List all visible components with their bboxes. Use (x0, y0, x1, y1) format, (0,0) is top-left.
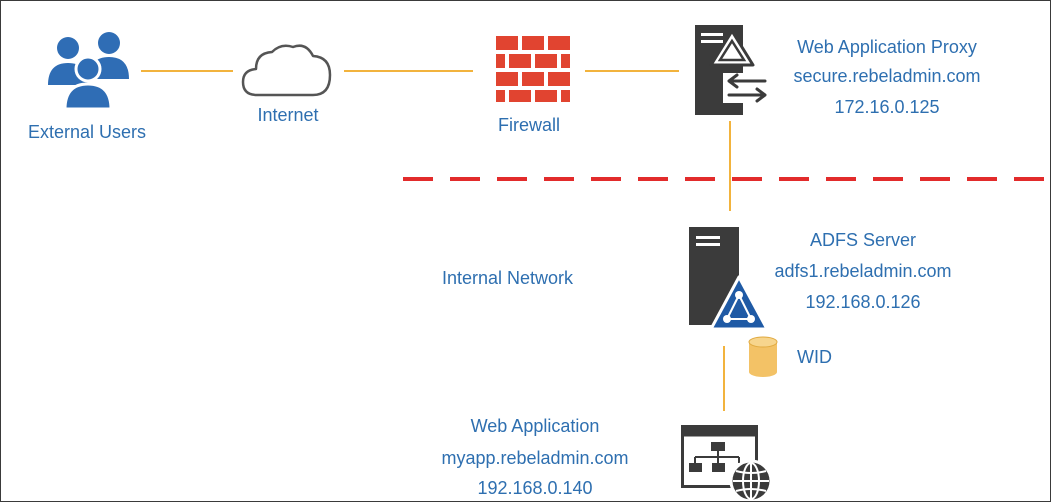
wap-ip: 172.16.0.125 (834, 97, 940, 117)
database-icon (748, 336, 778, 377)
internet-label: Internet (257, 105, 319, 125)
firewall-icon (496, 36, 570, 102)
proxy-server-icon (695, 25, 769, 115)
wid-label: WID (797, 347, 832, 367)
webapp-ip: 192.168.0.140 (477, 478, 593, 498)
cloud-icon (241, 44, 332, 97)
users-icon (48, 32, 129, 111)
external-users-label: External Users (27, 122, 147, 142)
webapp-name: Web Application (470, 416, 600, 436)
web-application-icon (681, 425, 773, 501)
adfs-server-icon (689, 227, 769, 331)
internal-network-label: Internal Network (442, 268, 574, 288)
wap-hostname: secure.rebeladmin.com (793, 66, 981, 86)
adfs-hostname: adfs1.rebeladmin.com (774, 261, 952, 281)
wap-name: Web Application Proxy (797, 37, 977, 57)
adfs-name: ADFS Server (809, 230, 917, 250)
adfs-ip: 192.168.0.126 (805, 292, 921, 312)
firewall-label: Firewall (497, 115, 561, 135)
webapp-hostname: myapp.rebeladmin.com (441, 448, 629, 468)
